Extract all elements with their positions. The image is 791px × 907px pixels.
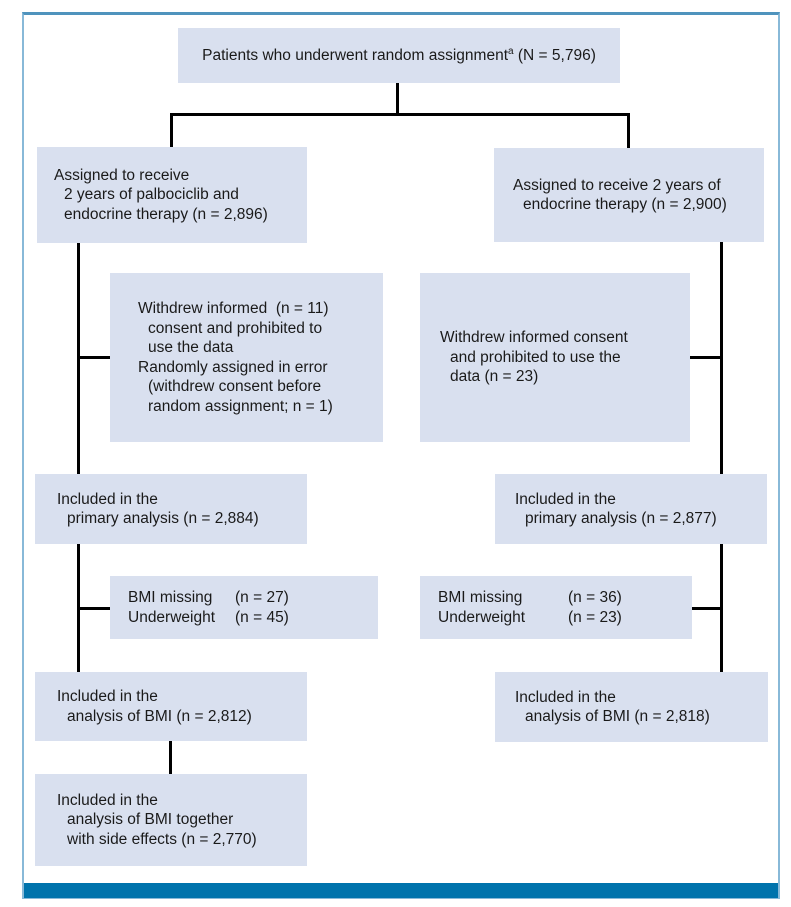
flow-box-text: use the data: [148, 339, 234, 356]
flow-box-text: endocrine therapy (n = 2,900): [523, 196, 727, 213]
exclusion-value: (n = 23): [568, 608, 622, 626]
footnote-marker: a: [508, 45, 514, 57]
exclusion-label: Underweight: [128, 608, 216, 626]
flow-box-text: data (n = 23): [450, 368, 539, 386]
connector-left-drop: [170, 113, 173, 147]
flow-box-text: analysis of BMI together: [67, 811, 234, 829]
flow-box-text: consent and prohibited to: [148, 319, 323, 337]
exclusion-label: Underweight: [438, 608, 526, 626]
exclusion-value: (n = 45): [235, 608, 289, 626]
flow-box-text: Assigned to receive: [54, 166, 190, 184]
flow-box-text: with side effects (n = 2,770): [67, 830, 257, 848]
flow-box-left-bmi-analysis: Included in the analysis of BMI (n = 2,8…: [35, 672, 307, 741]
connector-bottom-drop: [169, 741, 172, 774]
flow-box-text: Included in the: [57, 791, 158, 809]
flow-box-right-primary-analysis: Included in the primary analysis (n = 2,…: [495, 474, 767, 544]
flow-box-text: (withdrew consent before: [148, 378, 322, 395]
connector-right-exclusions: [692, 607, 723, 610]
flow-box-text: Included in the: [57, 490, 158, 508]
flow-box-text: Included in the: [515, 688, 616, 706]
flow-box-right-exclusions: BMI missing (n = 36) Underweight (n = 23…: [420, 576, 692, 639]
flow-box-left-exclusions: BMI missing (n = 27) Underweight (n = 45…: [110, 576, 378, 639]
exclusion-row: BMI missing (n = 36): [438, 588, 692, 608]
flow-box-text: endocrine therapy (n = 2,896): [64, 205, 268, 223]
flow-box-text: Assigned to receive 2 years of: [513, 176, 721, 194]
flow-box-right-bmi-analysis: Included in the analysis of BMI (n = 2,8…: [495, 672, 768, 742]
connector-right-spine: [720, 242, 723, 672]
connector-branch-horizontal: [170, 113, 630, 116]
flow-box-text: Withdrew informed (n = 11): [138, 300, 329, 317]
connector-left-withdrawal: [77, 356, 111, 359]
connector-right-drop: [627, 113, 630, 148]
flow-box-right-assigned: Assigned to receive 2 years of endocrine…: [494, 148, 764, 242]
bottom-accent-bar: [24, 883, 778, 898]
flow-box-text: analysis of BMI (n = 2,812): [67, 707, 252, 725]
flow-box-text: random assignment; n = 1): [148, 397, 333, 415]
exclusion-value: (n = 27): [235, 589, 289, 606]
flow-box-left-side-effects: Included in the analysis of BMI together…: [35, 774, 307, 866]
flow-box-text: Withdrew informed consent: [440, 329, 628, 347]
figure-frame: [22, 12, 780, 899]
flow-box-left-withdrawal: Withdrew informed (n = 11) consent and p…: [110, 273, 383, 442]
connector-top-vertical: [396, 83, 399, 115]
exclusion-row: Underweight (n = 45): [128, 608, 378, 628]
flow-box-text: Randomly assigned in error: [138, 358, 328, 376]
flow-box-random-assignment: Patients who underwent random assignment…: [178, 28, 620, 83]
exclusion-label: BMI missing: [438, 589, 523, 606]
flow-box-text: Included in the: [515, 490, 616, 508]
connector-right-withdrawal: [690, 356, 723, 359]
exclusion-label: BMI missing: [128, 589, 213, 606]
flow-box-left-assigned: Assigned to receive 2 years of palbocicl…: [37, 147, 307, 243]
connector-left-spine: [77, 243, 80, 672]
flow-box-text: primary analysis (n = 2,884): [67, 510, 259, 527]
exclusion-row: BMI missing (n = 27): [128, 588, 378, 608]
flow-box-text: 2 years of palbociclib and: [64, 186, 239, 204]
flow-box-left-primary-analysis: Included in the primary analysis (n = 2,…: [35, 474, 307, 544]
flow-box-text: analysis of BMI (n = 2,818): [525, 708, 710, 725]
flow-box-text: primary analysis (n = 2,877): [525, 510, 717, 527]
flow-box-text: Patients who underwent random assignment…: [202, 45, 596, 64]
flow-box-text: and prohibited to use the: [450, 348, 621, 366]
flow-box-text: Included in the: [57, 688, 158, 705]
connector-left-exclusions: [77, 607, 111, 610]
exclusion-value: (n = 36): [568, 589, 622, 606]
flow-box-right-withdrawal: Withdrew informed consent and prohibited…: [420, 273, 690, 442]
exclusion-row: Underweight (n = 23): [438, 608, 692, 628]
